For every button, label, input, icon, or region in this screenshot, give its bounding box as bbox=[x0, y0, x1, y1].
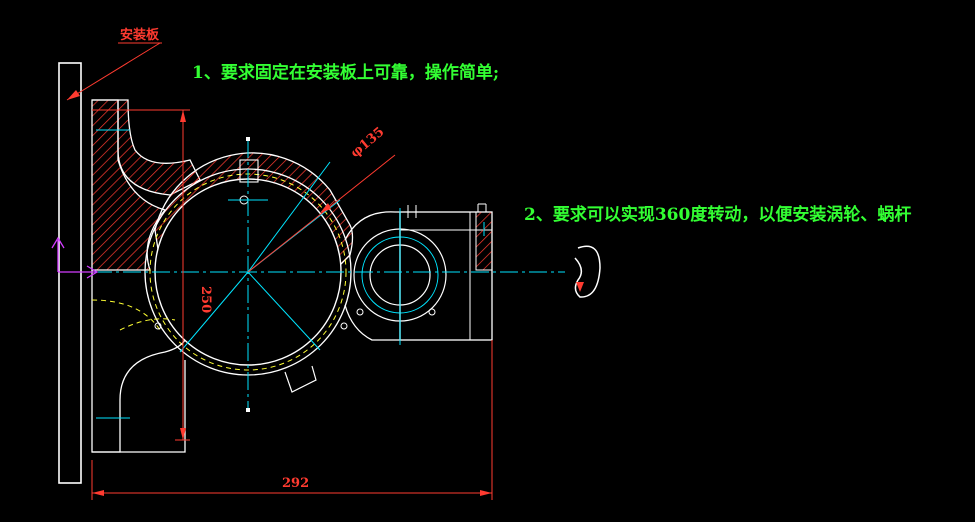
height-dimension bbox=[92, 109, 190, 441]
mounting-plate-label: 安装板 bbox=[120, 27, 160, 43]
mounting-plate-leader bbox=[66, 42, 162, 101]
width-dimension-text: 292 bbox=[282, 476, 309, 491]
requirement-note-1: 1、要求固定在安装板上可靠，操作简单; bbox=[192, 63, 500, 83]
diameter-dimension bbox=[247, 154, 396, 273]
bottom-tab bbox=[284, 365, 317, 393]
diameter-dimension-text: φ135 bbox=[348, 125, 387, 161]
mounting-plate bbox=[58, 62, 82, 484]
centerlines bbox=[65, 129, 565, 419]
centerline-end-markers bbox=[246, 137, 250, 412]
lower-bracket bbox=[91, 270, 186, 453]
upper-bracket-section bbox=[91, 99, 201, 271]
ucs-axis-icon bbox=[51, 236, 99, 279]
height-dimension-text: 250 bbox=[198, 286, 213, 313]
width-dimension bbox=[91, 340, 493, 500]
requirement-note-2: 2、要求可以实现360度转动，以便安装涡轮、蜗杆 bbox=[524, 205, 912, 225]
top-slot bbox=[239, 159, 259, 183]
rotation-arrow-icon bbox=[574, 245, 601, 298]
